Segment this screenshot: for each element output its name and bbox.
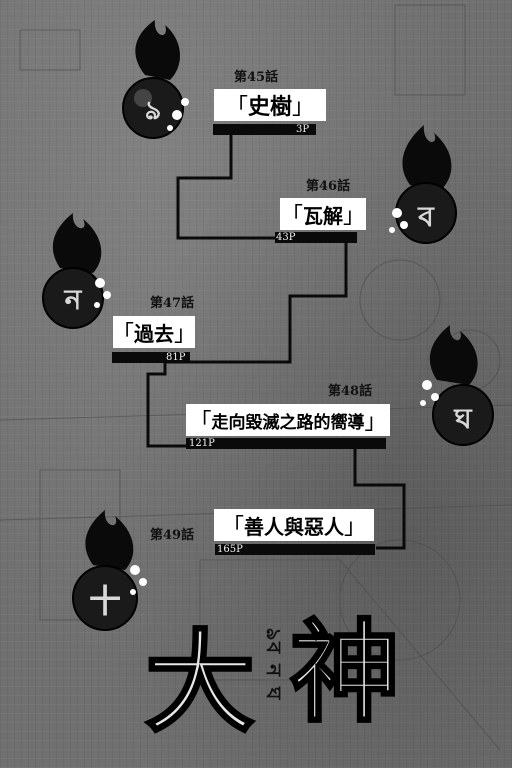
chapter-title-entry[interactable]: 「 瓦解 」 — [280, 198, 366, 230]
chapter-title: 史樹 — [247, 94, 292, 120]
page-number: 165P — [217, 544, 243, 555]
open-bracket: 「 — [280, 204, 303, 229]
logo-title-left: 大 — [144, 619, 257, 747]
orb-glyph: ঘ — [454, 402, 472, 435]
page-number: 81P — [166, 352, 186, 363]
open-bracket: 「 — [111, 322, 134, 347]
open-bracket: 「 — [225, 95, 248, 120]
orb-icon-49: 十 — [65, 510, 160, 635]
episode-label: 第46話 — [306, 179, 351, 194]
chapter-title-entry[interactable]: 「 史樹 」 — [214, 89, 326, 121]
open-bracket: 「 — [189, 410, 212, 435]
orb-glyph: 十 — [88, 582, 121, 620]
open-bracket: 「 — [221, 515, 244, 540]
episode-label: 第49話 — [150, 528, 195, 543]
orb-icon-45: ঌ — [115, 20, 195, 140]
orb-icon-48: ঘ — [405, 325, 495, 450]
page-bar — [215, 544, 375, 555]
close-bracket: 」 — [343, 204, 366, 229]
page-number: 121P — [189, 438, 215, 449]
orb-glyph: ঌ — [145, 96, 161, 126]
chapter-title: 瓦解 — [303, 203, 343, 228]
chapter-title-entry[interactable]: 「 善人與惡人 」 — [214, 509, 374, 541]
close-bracket: 」 — [364, 410, 387, 435]
page-number: 3P — [296, 124, 310, 135]
orb-glyph: ব — [418, 200, 434, 233]
orb-glyph: ন — [64, 283, 82, 316]
chapter-title-entry[interactable]: 「 過去 」 — [111, 316, 197, 348]
page-bar — [186, 438, 386, 449]
episode-label: 第45話 — [234, 70, 279, 85]
close-bracket: 」 — [174, 322, 197, 347]
orb-icon-47: ন — [35, 213, 125, 333]
logo-subtitle: ঌব ন ঘ — [262, 628, 286, 702]
chapter-title-entry[interactable]: 「 走向毀滅之路的嚮導 」 — [186, 404, 390, 436]
page-bar — [213, 124, 316, 135]
chapter-title: 走向毀滅之路的嚮導 — [211, 412, 365, 433]
orb-icon-46: ব — [382, 125, 467, 250]
episode-label: 第48話 — [328, 384, 373, 399]
chapter-title: 善人與惡人 — [244, 514, 344, 539]
page-number: 43P — [276, 232, 296, 243]
chapter-title: 過去 — [134, 321, 174, 346]
page-bar — [275, 232, 357, 243]
logo-title-right: 神 — [289, 609, 402, 737]
page-bar — [112, 352, 190, 363]
close-bracket: 」 — [292, 95, 315, 120]
close-bracket: 」 — [344, 515, 367, 540]
episode-label: 第47話 — [150, 296, 195, 311]
